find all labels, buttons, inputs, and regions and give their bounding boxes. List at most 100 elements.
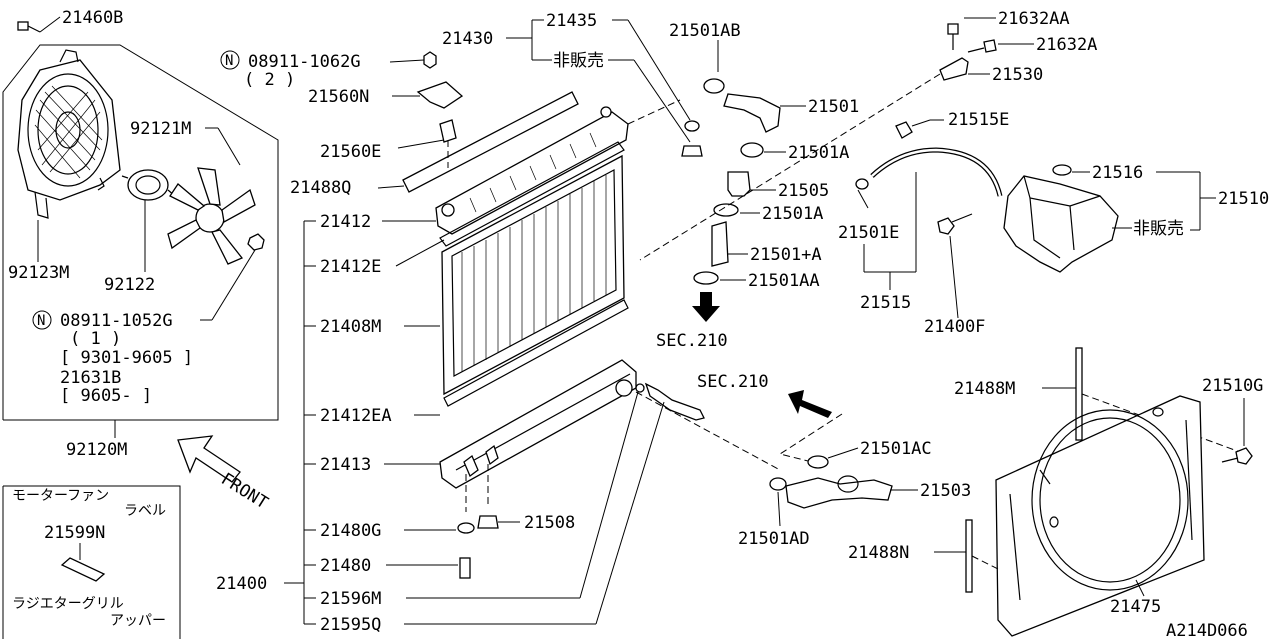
label-21595q: 21595Q bbox=[320, 615, 381, 635]
label-21501-plus-a: 21501+A bbox=[750, 245, 822, 265]
label-21412: 21412 bbox=[320, 212, 371, 232]
label-21632aa: 21632AA bbox=[998, 9, 1070, 29]
label-21435: 21435 bbox=[546, 11, 597, 31]
fan-blade-part bbox=[167, 167, 256, 265]
label-qty-1: ( 1 ) bbox=[70, 329, 121, 349]
label-21599n: 21599N bbox=[44, 523, 105, 543]
label-21560e: 21560E bbox=[320, 142, 381, 162]
insulator-21560e bbox=[439, 119, 457, 143]
label-upper-jp: アッパー bbox=[110, 613, 166, 629]
bolt-21632aa bbox=[947, 23, 959, 35]
label-21501ab: 21501AB bbox=[669, 21, 741, 41]
upper-tank-part bbox=[435, 106, 629, 235]
bracket-21530 bbox=[939, 57, 969, 81]
bolt-21510g bbox=[1221, 447, 1253, 465]
label-sticker-part bbox=[60, 557, 106, 582]
label-21501ad: 21501AD bbox=[738, 529, 810, 549]
fan-shroud-part bbox=[17, 49, 121, 219]
gasket-21412ea bbox=[443, 299, 629, 407]
label-qty-2: ( 2 ) bbox=[244, 70, 295, 90]
label-21530: 21530 bbox=[992, 65, 1043, 85]
label-sec210-2: SEC.210 bbox=[697, 372, 769, 392]
clamp-21501aa bbox=[693, 271, 719, 285]
cap-part-21435 bbox=[684, 120, 700, 132]
label-08911-1062g: 08911-1062G bbox=[248, 52, 361, 72]
label-92120m: 92120M bbox=[66, 440, 127, 460]
label-21560n: 21560N bbox=[308, 87, 369, 107]
label-21516: 21516 bbox=[1092, 163, 1143, 183]
fan-shroud-21475 bbox=[995, 395, 1205, 637]
label-not-for-sale-2: 非販売 bbox=[1133, 219, 1184, 239]
joint-21505 bbox=[727, 171, 751, 197]
label-21400: 21400 bbox=[216, 574, 267, 594]
label-21501: 21501 bbox=[808, 97, 859, 117]
label-21408m: 21408M bbox=[320, 317, 381, 337]
label-21400f: 21400F bbox=[924, 317, 985, 337]
label-21501a-2: 21501A bbox=[762, 204, 823, 224]
label-21475: 21475 bbox=[1110, 597, 1161, 617]
n-mark-1: N bbox=[225, 53, 233, 69]
label-radiator-grille: ラジエターグリル bbox=[12, 596, 124, 612]
label-inset bbox=[2, 485, 181, 639]
clamp-21501a-2 bbox=[713, 203, 739, 217]
label-21510g: 21510G bbox=[1202, 376, 1263, 396]
label-21510: 21510 bbox=[1218, 189, 1269, 209]
inset-frame bbox=[2, 44, 279, 421]
label-21503: 21503 bbox=[920, 481, 971, 501]
label-21480: 21480 bbox=[320, 556, 371, 576]
label-21460b: 21460B bbox=[62, 8, 123, 28]
clamp-21501ac bbox=[807, 455, 829, 469]
label-08911-1052g: 08911-1052G bbox=[60, 311, 173, 331]
label-21505: 21505 bbox=[778, 181, 829, 201]
reservoir-tank-part bbox=[1003, 164, 1119, 273]
label-21508: 21508 bbox=[524, 513, 575, 533]
label-21501e: 21501E bbox=[838, 223, 899, 243]
label-21515e: 21515E bbox=[948, 110, 1009, 130]
bolt-21400f bbox=[937, 213, 973, 235]
label-21515: 21515 bbox=[860, 293, 911, 313]
hose-21503 bbox=[785, 477, 893, 509]
label-range-2: [ 9605- ] bbox=[60, 386, 152, 406]
clamp-21501a-1 bbox=[740, 142, 764, 158]
bracket-21560n bbox=[416, 81, 464, 109]
label-21480g: 21480G bbox=[320, 521, 381, 541]
washer-21480g bbox=[457, 522, 475, 534]
nut-08911-1062g bbox=[423, 51, 437, 69]
label-21488m: 21488M bbox=[954, 379, 1015, 399]
label-92122: 92122 bbox=[104, 275, 155, 295]
label-21488q: 21488Q bbox=[290, 178, 351, 198]
fan-motor-inset bbox=[2, 44, 279, 438]
label-21501aa: 21501AA bbox=[748, 271, 820, 291]
clamp-21501ab bbox=[703, 78, 725, 94]
radiator-core-part bbox=[441, 154, 625, 396]
clip-21515e bbox=[895, 121, 913, 139]
label-21412ea: 21412EA bbox=[320, 406, 392, 426]
plug-21508 bbox=[477, 515, 499, 529]
label-range-1: [ 9301-9605 ] bbox=[60, 348, 193, 368]
label-21632a: 21632A bbox=[1036, 35, 1097, 55]
label-21501ac: 21501AC bbox=[860, 439, 932, 459]
label-label-jp: ラベル bbox=[124, 503, 166, 519]
label-21501a-1: 21501A bbox=[788, 143, 849, 163]
bolt-21632a bbox=[983, 39, 997, 53]
cap-part-not-for-sale bbox=[681, 145, 703, 157]
seal-21488q bbox=[402, 91, 579, 193]
label-92123m: 92123M bbox=[8, 263, 69, 283]
clamp-21501ad bbox=[769, 477, 787, 491]
label-21488n: 21488N bbox=[848, 543, 909, 563]
hose-21501-a bbox=[711, 221, 729, 267]
arrow-down-icon bbox=[692, 292, 720, 322]
bolt-21480 bbox=[459, 557, 471, 579]
front-arrow-icon bbox=[177, 435, 241, 483]
label-92121m: 92121M bbox=[130, 119, 191, 139]
label-not-for-sale-1: 非販売 bbox=[553, 51, 604, 71]
label-motor-fan: モーターファン bbox=[12, 488, 109, 504]
label-21631b: 21631B bbox=[60, 368, 121, 388]
screw-21460b bbox=[17, 16, 61, 33]
label-21412e: 21412E bbox=[320, 257, 381, 277]
n-mark-2: N bbox=[37, 313, 45, 329]
seal-21488n bbox=[965, 519, 973, 593]
sensor-part bbox=[635, 382, 705, 421]
